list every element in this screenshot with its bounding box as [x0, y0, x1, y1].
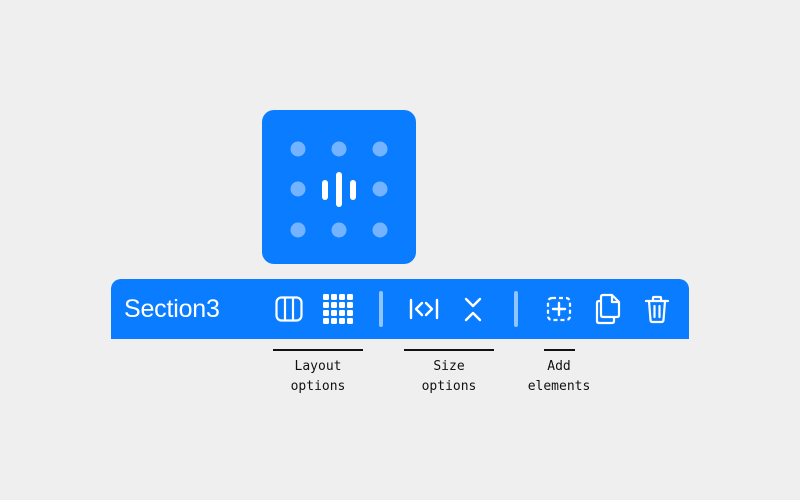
delete-button[interactable] [639, 291, 675, 327]
collapse-vertical-button[interactable] [455, 291, 491, 327]
section-card[interactable] [262, 110, 416, 264]
columns-icon [275, 296, 303, 322]
dot-grid-icon [290, 141, 388, 238]
audio-bars-icon [322, 172, 356, 207]
columns-layout-button[interactable] [271, 291, 307, 327]
section-title: Section3 [124, 295, 220, 323]
size-options-label: Size options [421, 359, 477, 394]
trash-icon [644, 295, 670, 324]
collapse-vertical-icon [464, 297, 482, 322]
duplicate-icon [595, 293, 621, 325]
toolbar-divider [379, 291, 383, 327]
grid-icon [323, 294, 353, 324]
section-toolbar: Section3 [111, 279, 689, 339]
toolbar-divider [514, 291, 518, 327]
size-group-bracket [404, 349, 494, 351]
add-element-icon [546, 296, 572, 322]
expand-horizontal-button[interactable] [406, 291, 442, 327]
expand-horizontal-icon [409, 298, 439, 320]
add-elements-label: Add elements [527, 359, 591, 394]
grid-layout-button[interactable] [320, 291, 356, 327]
add-group-bracket [544, 349, 575, 351]
layout-group-bracket [273, 349, 363, 351]
layout-options-label: Layout options [290, 359, 346, 394]
add-element-button[interactable] [541, 291, 577, 327]
duplicate-button[interactable] [590, 291, 626, 327]
